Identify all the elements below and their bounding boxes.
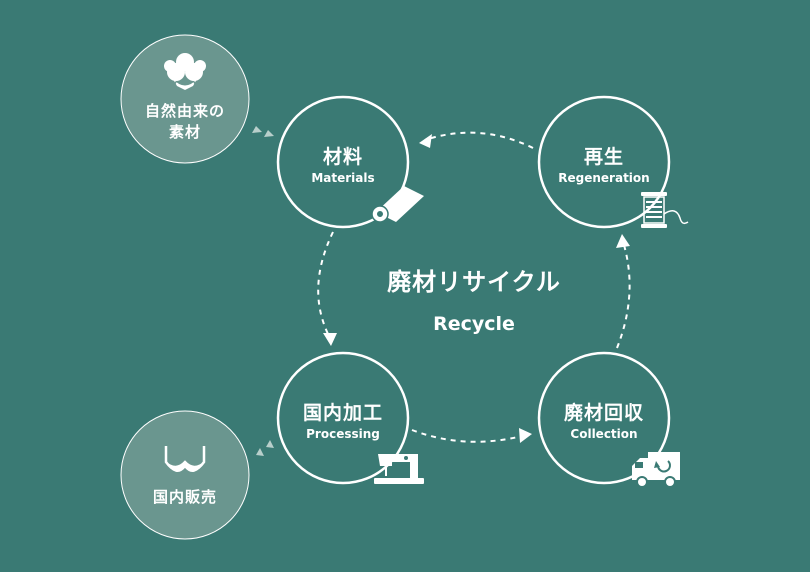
materials-title: 材料: [323, 145, 363, 168]
connector-materials-to-processing: [317, 231, 334, 339]
arrowhead-natural-1: [252, 126, 262, 133]
side-arrowheads: [252, 126, 274, 456]
center-title: 廃材リサイクル: [387, 268, 561, 296]
arrowhead-sales-2: [266, 440, 274, 448]
regeneration-circle: [537, 95, 671, 229]
arrowhead-collection: [519, 428, 532, 443]
domestic-sales-circle: [120, 410, 250, 540]
arrowhead-materials: [419, 134, 432, 148]
materials-subtitle: Materials: [311, 171, 374, 185]
connector-processing-to-collection: [411, 429, 523, 443]
center-subtitle: Recycle: [433, 313, 515, 335]
connector-regeneration-to-materials: [424, 131, 534, 149]
fabric-roll-icon: [371, 186, 424, 223]
processing-circle: [276, 351, 410, 485]
arrowhead-regeneration: [616, 234, 630, 248]
natural-label-line1: 自然由来の: [145, 102, 225, 120]
arrowhead-processing: [323, 333, 337, 346]
processing-subtitle: Processing: [306, 427, 380, 441]
main-circles: [276, 95, 671, 485]
cycle-connectors: [317, 131, 631, 443]
processing-title: 国内加工: [303, 401, 383, 424]
collection-title: 廃材回収: [564, 401, 644, 424]
cotton-icon: [164, 53, 206, 90]
collection-subtitle: Collection: [570, 427, 637, 441]
connector-collection-to-regeneration: [616, 244, 631, 349]
arrowhead-sales-1: [256, 448, 264, 456]
arrowhead-natural-2: [264, 130, 274, 137]
natural-label-line2: 素材: [169, 123, 201, 141]
cycle-arrowheads: [323, 134, 630, 443]
collection-truck-icon: [632, 452, 680, 488]
sewing-machine-icon: [374, 454, 424, 484]
natural-material-circle: [120, 34, 250, 164]
collection-circle: [537, 351, 671, 485]
thread-spool-icon: [641, 192, 689, 228]
bra-icon: [164, 446, 206, 472]
materials-circle: [276, 95, 410, 229]
sales-label: 国内販売: [153, 488, 217, 506]
regeneration-title: 再生: [584, 145, 624, 168]
regeneration-subtitle: Regeneration: [558, 171, 649, 185]
